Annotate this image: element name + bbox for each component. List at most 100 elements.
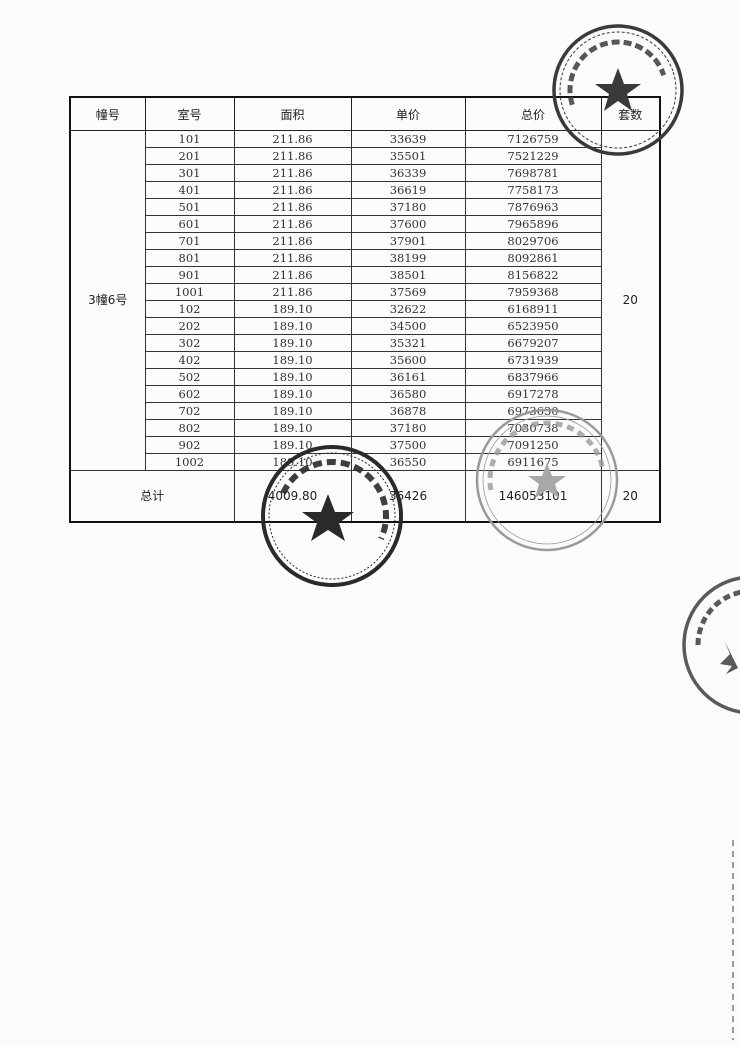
area-cell: 189.10 [233,317,352,335]
area-cell: 211.86 [233,215,352,233]
area-cell: 189.10 [233,402,352,420]
building-cell: 3幢6号 [69,130,146,471]
room-cell: 601 [144,215,235,233]
area-cell: 189.10 [233,419,352,437]
total-unit-price: 36426 [350,470,466,523]
total-price-cell: 7758173 [464,181,602,199]
unit-price-cell: 37600 [350,215,466,233]
unit-price-cell: 38199 [350,249,466,267]
area-cell: 211.86 [233,181,352,199]
header-unit-price: 单价 [350,96,466,131]
unit-price-cell: 36550 [350,453,466,471]
total-price-cell: 8156822 [464,266,602,284]
total-price-cell: 6917278 [464,385,602,403]
room-cell: 501 [144,198,235,216]
scan-edge-mark [732,840,734,1040]
unit-price-cell: 33639 [350,130,466,148]
unit-price-cell: 37901 [350,232,466,250]
total-price-cell: 8029706 [464,232,602,250]
star-icon [720,640,738,674]
header-building: 幢号 [69,96,146,131]
unit-price-cell: 37500 [350,436,466,454]
total-price-cell: 7876963 [464,198,602,216]
area-cell: 211.86 [233,232,352,250]
room-cell: 402 [144,351,235,369]
total-row: 总计 4009.80 36426 146053101 20 [69,470,661,523]
room-cell: 1001 [144,283,235,301]
total-price-cell: 6731939 [464,351,602,369]
room-cell: 502 [144,368,235,386]
room-cell: 902 [144,436,235,454]
room-cell: 202 [144,317,235,335]
total-price-cell: 7698781 [464,164,602,182]
total-price-cell: 7030738 [464,419,602,437]
header-area: 面积 [233,96,352,131]
room-cell: 101 [144,130,235,148]
area-cell: 211.86 [233,164,352,182]
room-cell: 302 [144,334,235,352]
total-price-cell: 7091250 [464,436,602,454]
unit-price-cell: 35321 [350,334,466,352]
total-total-price: 146053101 [464,470,602,523]
area-cell: 211.86 [233,266,352,284]
unit-price-cell: 37180 [350,198,466,216]
total-price-cell: 7965896 [464,215,602,233]
total-label: 总计 [69,470,235,523]
total-count: 20 [600,470,661,523]
unit-price-cell: 32622 [350,300,466,318]
unit-price-cell: 36878 [350,402,466,420]
header-room: 室号 [144,96,235,131]
unit-price-cell: 38501 [350,266,466,284]
room-cell: 602 [144,385,235,403]
area-cell: 211.86 [233,130,352,148]
area-cell: 189.10 [233,300,352,318]
header-row: 幢号 室号 面积 单价 总价 套数 [69,96,661,131]
area-cell: 211.86 [233,249,352,267]
room-cell: 1002 [144,453,235,471]
room-cell: 802 [144,419,235,437]
area-cell: 189.10 [233,453,352,471]
unit-price-cell: 35501 [350,147,466,165]
room-cell: 102 [144,300,235,318]
total-price-cell: 6911675 [464,453,602,471]
unit-price-cell: 36580 [350,385,466,403]
header-total-price: 总价 [464,96,602,131]
room-cell: 701 [144,232,235,250]
total-price-cell: 7521229 [464,147,602,165]
header-count: 套数 [600,96,661,131]
room-cell: 201 [144,147,235,165]
unit-price-cell: 34500 [350,317,466,335]
total-price-cell: 6168911 [464,300,602,318]
room-cell: 301 [144,164,235,182]
unit-price-cell: 36619 [350,181,466,199]
total-area: 4009.80 [233,470,352,523]
area-cell: 189.10 [233,368,352,386]
total-price-cell: 7126759 [464,130,602,148]
room-cell: 401 [144,181,235,199]
area-cell: 189.10 [233,351,352,369]
unit-price-cell: 35600 [350,351,466,369]
unit-price-cell: 37180 [350,419,466,437]
unit-price-cell: 36161 [350,368,466,386]
total-price-cell: 8092861 [464,249,602,267]
unit-price-cell: 36339 [350,164,466,182]
count-cell: 20 [600,130,661,471]
